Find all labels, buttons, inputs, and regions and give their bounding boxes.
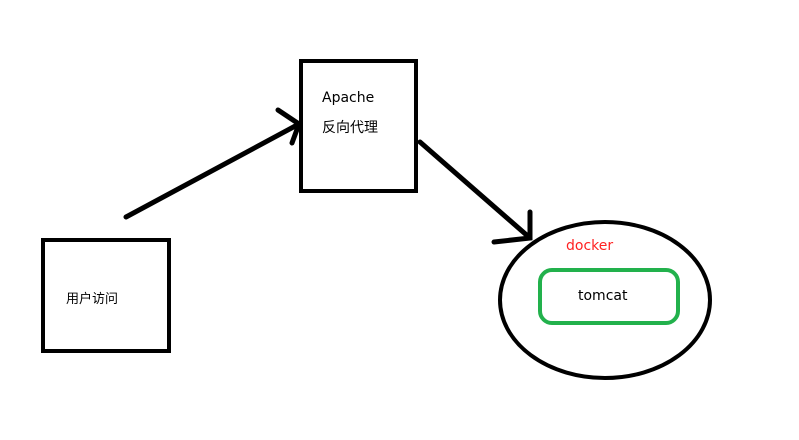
reverse-proxy-label: 反向代理 [322, 120, 378, 136]
apache-box [299, 59, 418, 193]
user-box [41, 238, 171, 353]
tomcat-box [538, 268, 680, 325]
docker-label: docker [566, 238, 614, 254]
docker-ellipse [498, 220, 712, 380]
apache-label: Apache [322, 90, 375, 106]
tomcat-label: tomcat [578, 288, 628, 304]
user-access-label: 用户访问 [66, 292, 119, 307]
arrow-apache-to-docker [417, 139, 533, 245]
arrow-user-to-apache [123, 107, 303, 220]
